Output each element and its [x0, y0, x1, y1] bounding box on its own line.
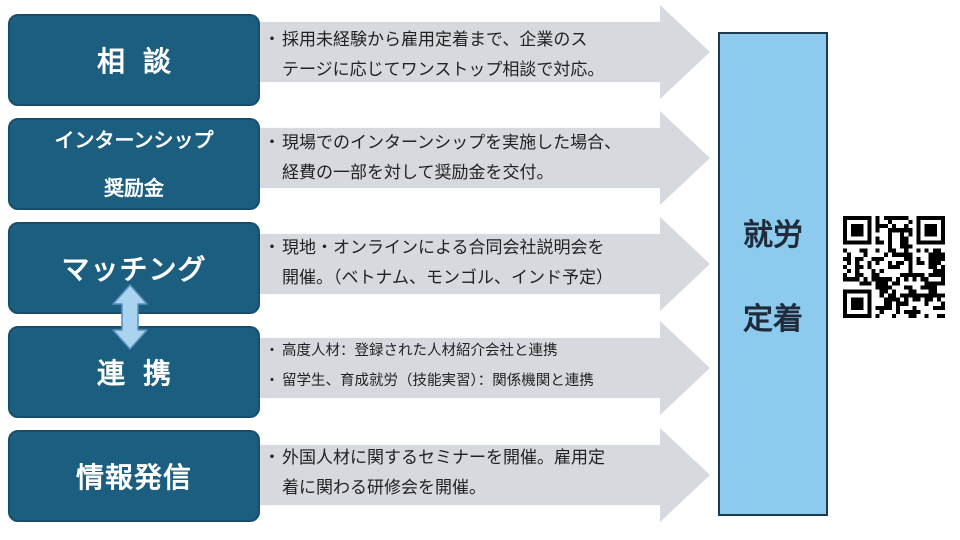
- row-5-text: ・外国人材に関するセミナーを開催。雇用定 着に関わる研修会を開催。: [263, 448, 606, 498]
- label-matching: マッチング: [61, 253, 207, 286]
- row-3-line-1: 現地・オンラインによる合同会社説明会を: [282, 238, 605, 258]
- goal-box-employment-retention: 就労 定着: [718, 32, 828, 516]
- row-2-line-2: 経費の一部を対して奨励金を交付。: [282, 163, 554, 183]
- row-1-line-2: テージに応じてワンストップ相談で対応。: [282, 60, 605, 80]
- goal-employment: 就労: [743, 218, 803, 253]
- goal-retention: 定着: [743, 302, 803, 337]
- label-grant: 奨励金: [104, 176, 164, 200]
- label-box-information: 情報発信: [8, 430, 260, 522]
- row-2-text: ・現場でのインターンシップを実施した場合、 経費の一部を対して奨励金を交付。: [263, 133, 622, 183]
- row-4-text: ・高度人材：登録された人材紹介会社と連携 ・留学生、育成就労（技能実習）：関係機…: [264, 343, 594, 389]
- row-1-text: ・採用未経験から雇用定着まで、企業のス テージに応じてワンストップ相談で対応。: [262, 25, 682, 85]
- label-information: 情報発信: [75, 461, 192, 494]
- label-box-consultation: 相談: [8, 14, 260, 106]
- row-5-line-2: 着に関わる研修会を開催。: [282, 478, 486, 498]
- label-internship: インターンシップ: [54, 128, 214, 152]
- bullet: ・: [263, 30, 281, 50]
- row-1-line-1: 採用未経験から雇用定着まで、企業のス: [282, 30, 588, 50]
- label-cooperation: 連携: [96, 357, 189, 390]
- row-4-line-1: 高度人材：登録された人材紹介会社と連携: [282, 343, 558, 359]
- label-consultation: 相談: [96, 45, 189, 78]
- qr-code-icon[interactable]: [843, 216, 945, 318]
- row-3-line-2: 開催。（ベトナム、モンゴル、インド予定）: [282, 268, 613, 288]
- label-box-internship-grant: インターンシップ 奨励金: [8, 118, 260, 210]
- row-4-line-2: 留学生、育成就労（技能実習）：関係機関と連携: [282, 373, 594, 389]
- row-2-line-1: 現場でのインターンシップを実施した場合、: [282, 133, 622, 153]
- up-down-arrow-icon: [112, 284, 148, 350]
- row-3-text: ・現地・オンラインによる合同会社説明会を 開催。（ベトナム、モンゴル、インド予定…: [263, 238, 614, 288]
- row-5-line-1: 外国人材に関するセミナーを開催。雇用定: [282, 448, 605, 468]
